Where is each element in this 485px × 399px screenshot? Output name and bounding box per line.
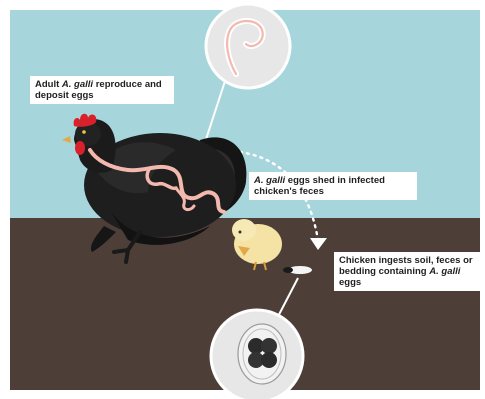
egg-bubble bbox=[211, 310, 303, 399]
label-chicken-ingests: Chicken ingests soil, feces or bedding c… bbox=[334, 252, 480, 291]
adult-worm-bubble bbox=[206, 4, 290, 88]
ascaridia-egg-icon bbox=[238, 324, 286, 384]
feces-pellet bbox=[283, 266, 312, 274]
label-eggs-shed: A. galli eggs shed in infected chicken's… bbox=[249, 172, 417, 200]
label-adult-reproduce: Adult A. galli reproduce and deposit egg… bbox=[30, 76, 174, 104]
